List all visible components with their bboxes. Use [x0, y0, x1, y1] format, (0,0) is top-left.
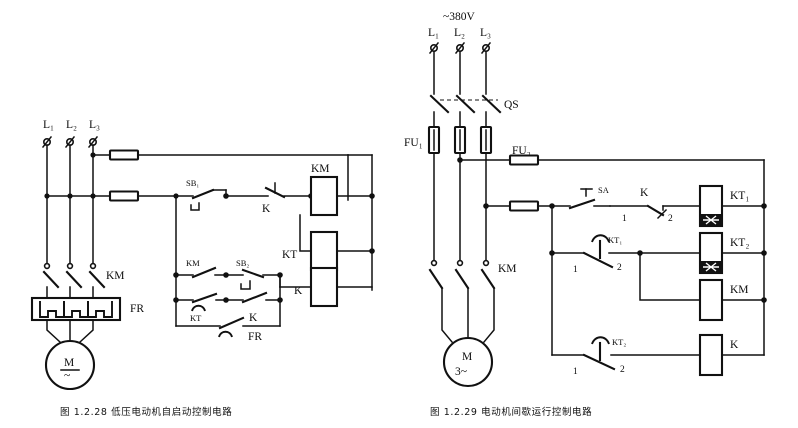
left-contact-k-no — [225, 291, 281, 304]
right-label-coil-kt1: KT₁ — [730, 190, 749, 202]
right-label-fu2: FU₂ — [512, 145, 531, 157]
right-k-terminal-1: 1 — [622, 214, 627, 224]
figure-right-circuit: ~380V L₁ L₂ L₃ QS — [404, 11, 767, 388]
right-contact-kt2 — [582, 336, 701, 371]
right-label-coil-kt2: KT₂ — [730, 237, 749, 249]
left-node-right-rail-2 — [369, 248, 375, 254]
left-coil-km — [309, 175, 339, 217]
right-supply-terminal-l3 — [480, 41, 492, 55]
left-label-fr-block: FR — [130, 303, 144, 315]
figure-left-circuit: L₁ L₂ L₃ — [30, 119, 375, 391]
right-supply-terminal-l1 — [428, 41, 440, 55]
right-supply-voltage-label: ~380V — [443, 11, 475, 23]
left-phase-label-l2: L₂ — [66, 119, 77, 131]
right-coil-kt2 — [698, 231, 724, 275]
right-k-terminal-2: 2 — [668, 214, 673, 224]
right-phase-label-l3: L₃ — [480, 27, 491, 39]
left-label-sb2: SB₂ — [236, 258, 249, 268]
left-label-k-nc: K — [262, 203, 271, 215]
left-motor-label: M — [64, 357, 74, 369]
left-label-kt-contact: KT — [190, 313, 202, 323]
left-pushbutton-sb2 — [225, 268, 281, 290]
left-label-coil-k: K — [294, 285, 303, 297]
left-phase-label-l1: L₁ — [43, 119, 54, 131]
right-label-km-main: KM — [498, 263, 517, 275]
right-fuse-fu2-bottom — [508, 200, 540, 212]
right-kt2-terminal-1: 1 — [573, 367, 578, 377]
left-contact-k-nc — [264, 182, 312, 199]
right-kt1-terminal-1: 1 — [573, 265, 578, 275]
right-label-coil-km: KM — [730, 284, 749, 296]
figure-right-caption: 图 1.2.29 电动机间歇运行控制电路 — [430, 407, 593, 418]
right-kt2-terminal-2: 2 — [620, 365, 625, 375]
left-supply-terminal-l1 — [41, 135, 53, 149]
right-coil-k — [698, 333, 724, 377]
right-fuse-fu2-top — [508, 154, 540, 166]
left-label-km-main: KM — [106, 270, 125, 282]
right-node-rail-kt1 — [761, 203, 767, 209]
left-coil-k — [309, 266, 339, 308]
right-selector-sa — [551, 188, 611, 210]
right-motor-label: M — [462, 351, 472, 363]
right-supply-terminal-l2 — [454, 41, 466, 55]
left-motor — [44, 339, 96, 391]
right-coil-km — [698, 278, 724, 322]
right-label-qs: QS — [504, 99, 519, 111]
right-contacts-km-main — [428, 259, 496, 344]
right-label-k-contact: K — [640, 187, 649, 199]
left-label-sb1: SB₁ — [186, 178, 199, 188]
left-label-k-no: K — [249, 312, 258, 324]
left-label-km-aux: KM — [186, 258, 200, 268]
right-motor — [442, 336, 494, 388]
left-supply-terminal-l2 — [64, 135, 76, 149]
left-contact-km-aux — [175, 266, 227, 279]
right-phase-label-l1: L₁ — [428, 27, 439, 39]
right-phase-label-l2: L₂ — [454, 27, 465, 39]
figure-left-caption: 图 1.2.28 低压电动机自启动控制电路 — [60, 407, 233, 418]
left-fuse-top — [108, 149, 140, 161]
right-fuses-fu1 — [427, 125, 493, 155]
left-contacts-km-main — [42, 262, 106, 299]
left-phase-label-l3: L₃ — [89, 119, 100, 131]
right-label-sa: SA — [598, 185, 610, 195]
left-label-coil-km: KM — [311, 163, 330, 175]
right-contact-kt1 — [551, 234, 641, 269]
right-kt1-terminal-2: 2 — [617, 263, 622, 273]
left-label-coil-kt: KT — [282, 249, 297, 261]
right-label-coil-k: K — [730, 339, 739, 351]
right-label-kt2-contact: KT₂ — [612, 337, 626, 347]
left-pushbutton-sb1 — [175, 188, 227, 211]
left-motor-type-label: ~ — [64, 370, 70, 382]
left-overload-relay-fr — [30, 296, 122, 322]
right-label-kt1-contact: KT₁ — [608, 235, 622, 245]
left-contact-fr: FR — [218, 316, 262, 343]
left-supply-terminal-l3 — [87, 135, 99, 149]
right-motor-type-label: 3~ — [455, 366, 467, 378]
right-contact-k — [609, 204, 701, 220]
left-fuse-control — [108, 190, 140, 202]
left-coil-kt — [309, 230, 339, 272]
right-node-rail-kt2 — [761, 250, 767, 256]
right-label-fu1: FU₁ — [404, 137, 423, 149]
left-contact-kt-delay — [175, 292, 227, 312]
left-label-fr-contact: FR — [248, 331, 262, 343]
right-node-rail-km — [761, 297, 767, 303]
right-coil-kt1 — [698, 184, 724, 228]
right-isolator-qs — [429, 94, 502, 128]
